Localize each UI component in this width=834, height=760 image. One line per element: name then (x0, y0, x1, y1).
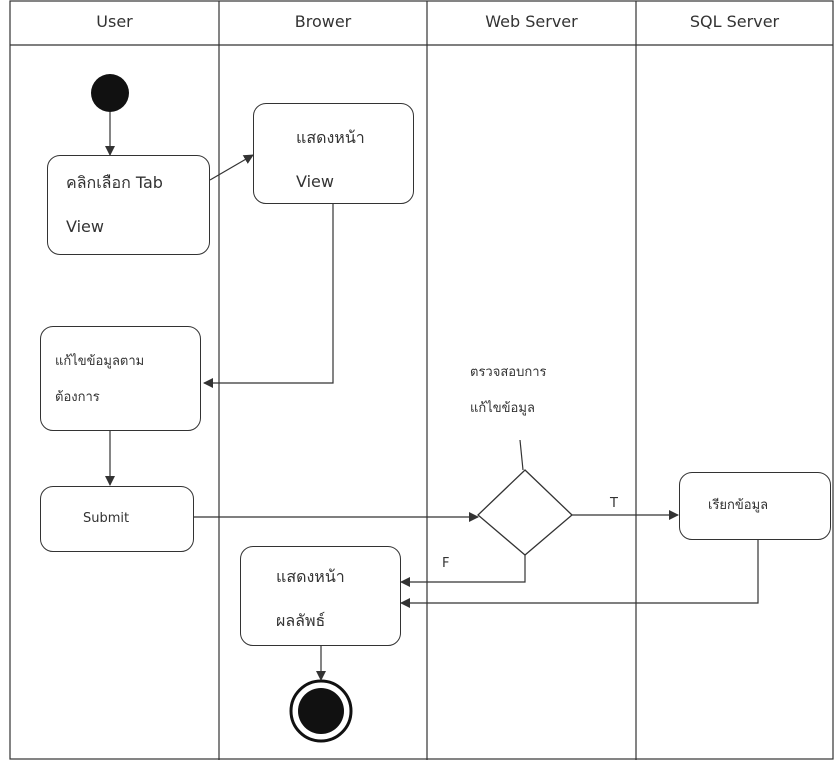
activity-submit: Submit (40, 486, 194, 552)
final-node-core (298, 688, 344, 734)
edge-click-to-show-view (209, 154, 254, 181)
edge-show-view-to-edit (203, 204, 334, 388)
lane-title-web-server: Web Server (485, 12, 578, 31)
activity-edit-data: แก้ไขข้อมูลตาม ต้องการ (40, 326, 201, 431)
activity-show-view: แสดงหน้า View (253, 103, 414, 204)
edge-decision-false (400, 555, 526, 587)
decision-diamond (477, 469, 573, 556)
activity-fetch-data-label: เรียกข้อมูล (708, 498, 769, 513)
activity-show-view-label: แสดงหน้า View (296, 128, 365, 191)
edge-fetch-to-result (400, 540, 759, 608)
activity-fetch-data: เรียกข้อมูล (679, 472, 831, 540)
lane-title-sql-server: SQL Server (689, 12, 780, 31)
activity-edit-data-label: แก้ไขข้อมูลตาม ต้องการ (55, 354, 145, 405)
edge-annotation-pointer (519, 439, 524, 471)
edge-label-true: T (610, 496, 618, 511)
activity-click-tab-label: คลิกเลือก Tab View (66, 173, 163, 236)
edge-label-false: F (442, 556, 450, 571)
activity-submit-label: Submit (83, 511, 130, 526)
initial-node (91, 74, 129, 112)
lane-title-browser: Brower (294, 12, 352, 31)
swimlane-frame (9, 0, 834, 760)
activity-show-result-label: แสดงหน้า ผลลัพธ์ (276, 567, 345, 630)
decision-annotation: ตรวจสอบการ แก้ไขข้อมูล (470, 365, 547, 416)
activity-show-result: แสดงหน้า ผลลัพธ์ (240, 546, 401, 646)
activity-click-tab: คลิกเลือก Tab View (47, 155, 210, 255)
lane-title-user: User (96, 12, 133, 31)
